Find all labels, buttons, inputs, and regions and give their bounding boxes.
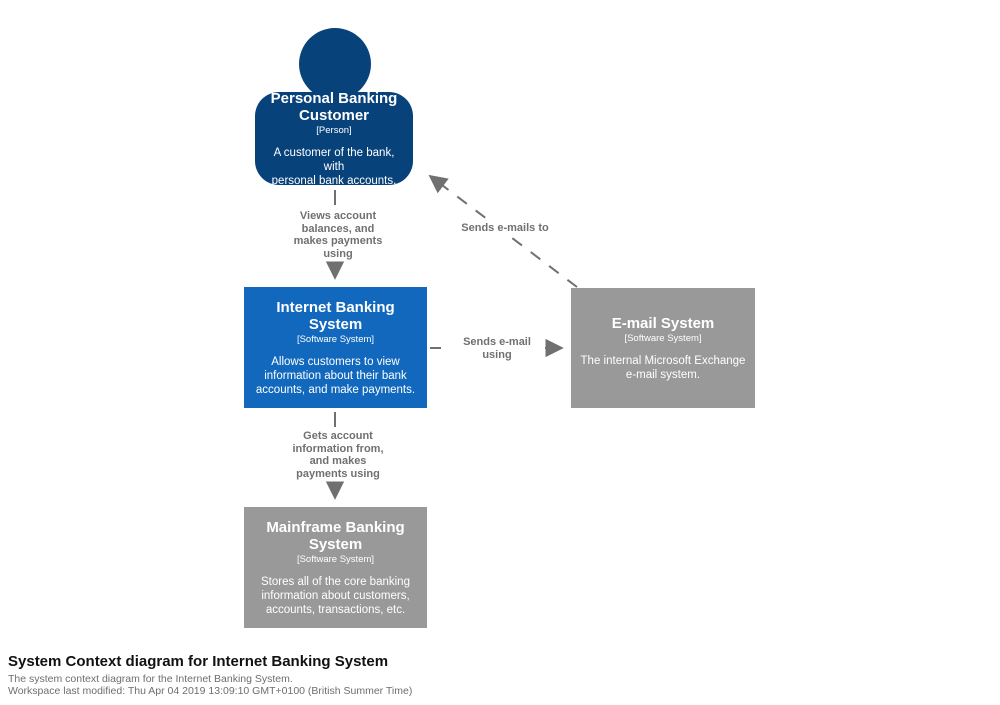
- node-description: Allows customers to view information abo…: [255, 355, 416, 396]
- node-description: The internal Microsoft Exchange e-mail s…: [580, 354, 746, 381]
- node-meta: [Person]: [316, 124, 352, 136]
- node-description: A customer of the bank, with personal ba…: [271, 146, 397, 187]
- diagram-title: System Context diagram for Internet Bank…: [8, 653, 389, 670]
- relationship-label-email-to-person: Sends e-mails to: [441, 221, 569, 236]
- relationship-label-internet-banking-to-email: Sends e-mail using: [453, 335, 541, 362]
- node-description: Stores all of the core banking informati…: [261, 575, 410, 616]
- node-email-system[interactable]: E-mail System [Software System] The inte…: [571, 288, 755, 408]
- relationship-label-internet-banking-to-mainframe: Gets account information from, and makes…: [276, 429, 400, 481]
- diagram-subtitle: The system context diagram for the Inter…: [8, 673, 293, 685]
- node-mainframe-banking-system[interactable]: Mainframe Banking System [Software Syste…: [244, 507, 427, 628]
- node-title: E-mail System: [611, 314, 715, 332]
- node-internet-banking-system[interactable]: Internet Banking System [Software System…: [244, 287, 427, 408]
- workspace-last-modified: Workspace last modified: Thu Apr 04 2019…: [8, 684, 413, 697]
- node-meta: [Software System]: [624, 332, 702, 344]
- person-head-icon: [299, 28, 371, 100]
- diagram-footer: System Context diagram for Internet Bank…: [8, 652, 412, 697]
- node-meta: [Software System]: [296, 553, 375, 565]
- node-title: Internet Banking System: [276, 298, 395, 333]
- node-meta: [Software System]: [296, 333, 375, 345]
- node-title: Mainframe Banking System: [266, 518, 405, 553]
- node-title: Personal Banking Customer: [270, 89, 398, 124]
- relationship-label-person-to-internet-banking: Views account balances, and makes paymen…: [276, 209, 400, 261]
- node-personal-banking-customer[interactable]: Personal Banking Customer [Person] A cus…: [255, 89, 413, 187]
